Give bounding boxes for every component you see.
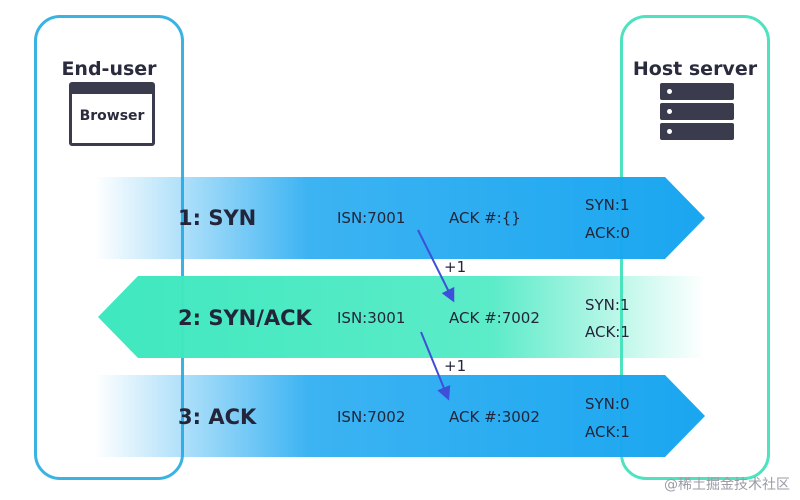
watermark: @稀土掘金技术社区 (664, 477, 790, 493)
step-1-syn-flag: SYN:1 (585, 196, 630, 214)
increment-arrow-1 (417, 229, 455, 303)
step-2-arrow (98, 276, 705, 358)
step-2-label: 2: SYN/ACK (178, 306, 312, 330)
browser-label: Browser (79, 108, 145, 124)
step-3-label: 3: ACK (178, 405, 257, 429)
step-2-ack-number: ACK #:7002 (449, 309, 540, 327)
rack-unit (660, 103, 734, 120)
step-2-isn: ISN:3001 (337, 309, 406, 327)
step-1-ack-flag: ACK:0 (585, 224, 630, 242)
step-3-ack-flag: ACK:1 (585, 423, 630, 441)
step-1-label: 1: SYN (178, 206, 257, 230)
increment-label-1: +1 (444, 258, 467, 276)
increment-label-2: +1 (444, 357, 467, 375)
step-3-ack-number: ACK #:3002 (449, 408, 540, 426)
browser-window-icon: Browser (69, 82, 155, 146)
step-2-syn-flag: SYN:1 (585, 296, 630, 314)
step-3-syn-flag: SYN:0 (585, 395, 630, 413)
end-user-title: End-user (61, 58, 157, 80)
step-1-isn: ISN:7001 (337, 209, 406, 227)
step-2-ack-flag: ACK:1 (585, 323, 630, 341)
step-1-ack-number: ACK #:{} (449, 209, 521, 227)
rack-unit (660, 123, 734, 140)
server-rack-icon (660, 83, 734, 143)
rack-unit (660, 83, 734, 100)
step-1-arrow (95, 177, 705, 259)
step-3-arrow (95, 375, 705, 457)
host-server-title: Host server (632, 58, 758, 80)
step-3-isn: ISN:7002 (337, 408, 406, 426)
increment-arrow-2 (420, 331, 451, 401)
